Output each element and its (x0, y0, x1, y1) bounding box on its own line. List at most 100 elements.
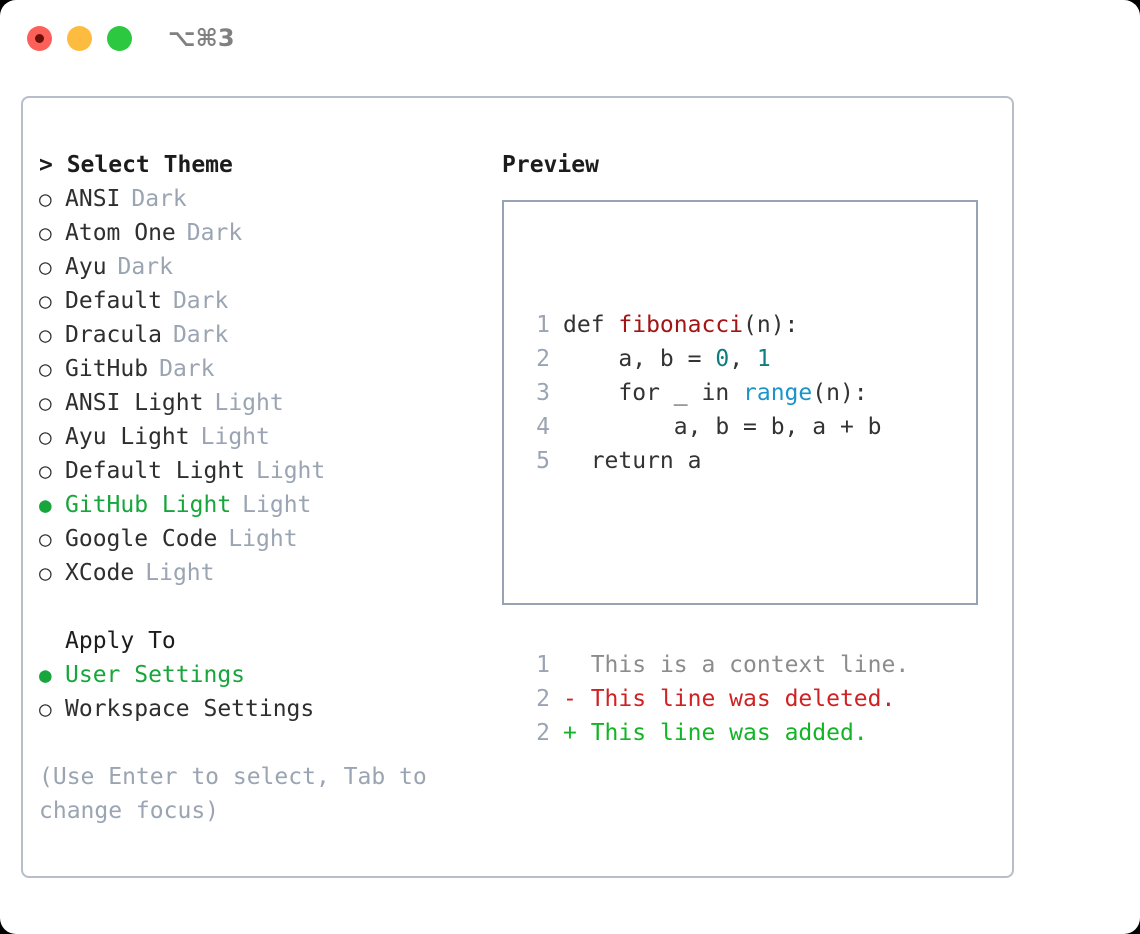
close-button-icon[interactable] (27, 26, 52, 51)
diff-text: This line was deleted. (590, 686, 896, 712)
radio-unselected-icon: ○ (39, 459, 52, 483)
radio-unselected-icon: ○ (39, 697, 52, 721)
title-bar: ⌥⌘3 (0, 0, 1140, 78)
theme-variant-badge: Light (145, 560, 215, 586)
theme-option-default-light[interactable]: ○ Default Light Light (39, 454, 479, 488)
theme-option-xcode[interactable]: ○ XCode Light (39, 556, 479, 590)
code-token-plain: (n): (743, 312, 799, 338)
close-icon-core (35, 34, 44, 43)
radio-unselected-icon: ○ (39, 391, 52, 415)
code-token-plain: (n): (812, 380, 868, 406)
radio-unselected-icon: ○ (39, 425, 52, 449)
theme-option-default[interactable]: ○ Default Dark (39, 284, 479, 318)
code-token-plain: def (563, 312, 619, 338)
theme-option-label: Default (65, 288, 162, 314)
radio-selected-icon: ● (39, 493, 52, 517)
radio-unselected-icon: ○ (39, 357, 52, 381)
theme-variant-badge: Light (242, 492, 312, 518)
code-blank-line (524, 546, 909, 580)
theme-variant-badge: Light (200, 424, 270, 450)
theme-variant-badge: Dark (186, 220, 243, 246)
theme-option-label: GitHub Light (65, 492, 232, 518)
line-number: 2 (536, 346, 550, 372)
radio-unselected-icon: ○ (39, 221, 52, 245)
theme-option-label: Google Code (65, 526, 218, 552)
theme-option-label: Ayu (65, 254, 107, 280)
radio-selected-icon: ● (39, 663, 52, 687)
theme-option-label: Dracula (65, 322, 162, 348)
line-number: 1 (536, 652, 550, 678)
line-number: 3 (536, 380, 550, 406)
window-controls (27, 26, 132, 51)
line-number: 2 (536, 686, 550, 712)
theme-variant-badge: Dark (131, 186, 187, 212)
apply-to-title: Apply To (65, 628, 176, 654)
radio-unselected-icon: ○ (39, 561, 52, 585)
code-line-content: a, b = b, a + b (563, 410, 882, 444)
theme-option-label: Atom One (65, 220, 176, 246)
code-line: 2 a, b = 0, 1 (524, 342, 909, 376)
diff-text: This line was added. (590, 720, 868, 746)
theme-option-label: Default Light (65, 458, 246, 484)
theme-variant-badge: Dark (172, 288, 229, 314)
theme-option-atom-one[interactable]: ○ Atom One Dark (39, 216, 479, 250)
theme-option-google-code[interactable]: ○ Google Code Light (39, 522, 479, 556)
code-line-content: def fibonacci(n): (563, 308, 798, 342)
code-token-plain: return a (563, 448, 702, 474)
maximize-button-icon[interactable] (107, 26, 132, 51)
line-number: 5 (536, 448, 550, 474)
code-token-num: 1 (756, 346, 771, 372)
minimize-button-icon[interactable] (67, 26, 92, 51)
theme-option-label: Ayu Light (65, 424, 190, 450)
code-line-content: a, b = 0, 1 (563, 342, 771, 376)
theme-option-github-light[interactable]: ● GitHub Light Light (39, 488, 479, 522)
radio-unselected-icon: ○ (39, 255, 52, 279)
line-number: 4 (536, 414, 550, 440)
code-line: 3 for _ in range(n): (524, 376, 909, 410)
line-number: 2 (536, 720, 550, 746)
diff-line-ctx: 1 This is a context line. (524, 648, 909, 682)
code-line-content: for _ in range(n): (563, 376, 868, 410)
theme-option-label: XCode (65, 560, 135, 586)
diff-marker (563, 648, 591, 682)
code-line-content: return a (563, 444, 702, 478)
theme-variant-badge: Light (228, 526, 298, 552)
diff-marker: - (563, 686, 591, 712)
theme-option-label: GitHub (65, 356, 149, 382)
diff-lines: 1 This is a context line.2- This line wa… (524, 648, 909, 750)
radio-unselected-icon: ○ (39, 527, 52, 551)
apply-to-option-label: Workspace Settings (65, 696, 315, 722)
code-token-call: range (743, 380, 813, 406)
code-line: 5 return a (524, 444, 909, 478)
radio-unselected-icon: ○ (39, 187, 52, 211)
radio-unselected-icon: ○ (39, 289, 52, 313)
keyboard-shortcut-label: ⌥⌘3 (168, 24, 235, 52)
theme-variant-badge: Light (256, 458, 326, 484)
code-line: 1 def fibonacci(n): (524, 308, 909, 342)
apply-to-option-user-settings[interactable]: ● User Settings (39, 658, 479, 692)
code-token-plain: a, b = (563, 346, 716, 372)
apply-to-option-workspace-settings[interactable]: ○ Workspace Settings (39, 692, 479, 726)
diff-marker: + (563, 720, 591, 746)
diff-line-del: 2- This line was deleted. (524, 682, 909, 716)
theme-variant-badge: Dark (172, 322, 229, 348)
theme-variant-badge: Dark (117, 254, 173, 280)
code-token-fn: fibonacci (618, 312, 744, 338)
apply-to-list: ● User Settings ○ Workspace Settings (39, 658, 479, 726)
code-token-plain: for _ in (563, 380, 744, 406)
apply-to-option-label: User Settings (65, 662, 246, 688)
line-number: 1 (536, 312, 550, 338)
code-token-num: 0 (715, 346, 730, 372)
theme-option-ayu[interactable]: ○ Ayu Dark (39, 250, 479, 284)
theme-option-ayu-light[interactable]: ○ Ayu Light Light (39, 420, 479, 454)
